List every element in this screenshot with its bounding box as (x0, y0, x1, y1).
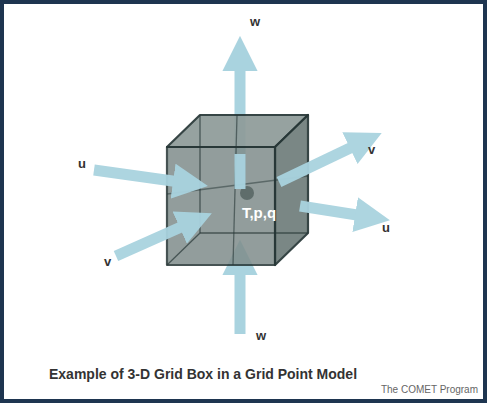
grid-box: T,p,q (242, 204, 276, 221)
velocity-label: w (256, 328, 266, 343)
watermark: The COMET Program (381, 384, 478, 395)
figure-caption: Example of 3-D Grid Box in a Grid Point … (49, 366, 357, 382)
velocity-label: v (104, 254, 111, 269)
flux-arrows (94, 139, 376, 256)
velocity-label: v (368, 142, 375, 157)
velocity-label: u (382, 220, 390, 235)
frame-panel: T,p,q w u v v u wThe COMET Program Example of 3… (4, 4, 483, 399)
state-variables: T,p,q (242, 204, 276, 221)
velocity-label: w (250, 14, 260, 29)
grid-box-illustration (4, 4, 483, 399)
grid-cube (167, 115, 308, 265)
velocity-label: u (78, 156, 86, 171)
